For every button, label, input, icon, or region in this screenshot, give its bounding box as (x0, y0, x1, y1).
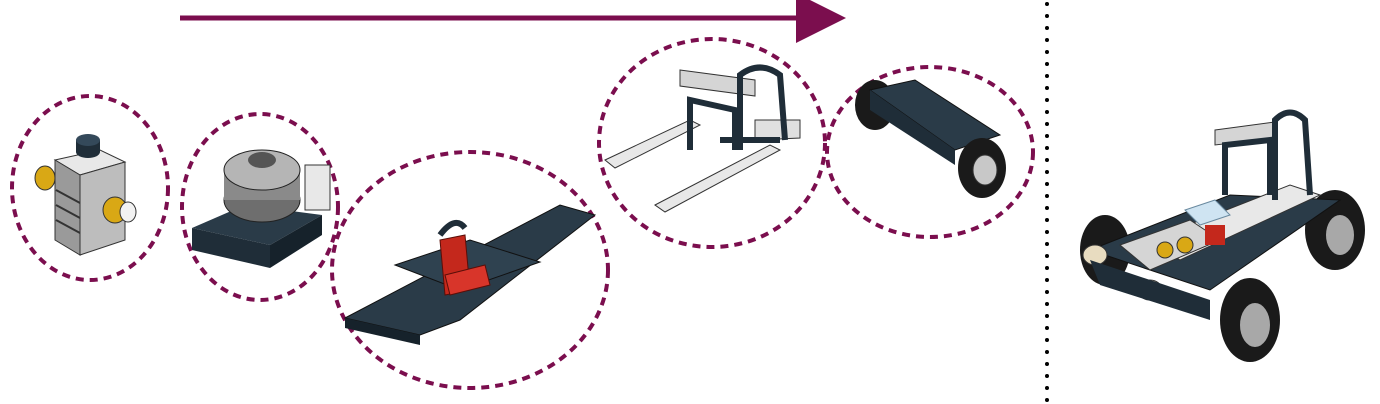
step-2-circle (180, 112, 340, 302)
step-4-roll-cage (604, 64, 801, 213)
step-3-circle (330, 150, 610, 390)
step-5-circle (825, 65, 1035, 239)
step-2-engine-base (192, 149, 331, 268)
step-3-chassis (343, 204, 597, 345)
assembled-buggy (1080, 109, 1365, 362)
step-1-circle (10, 94, 170, 282)
step-5-wheel-axle (855, 79, 1006, 198)
step-1-engine-block (34, 134, 137, 256)
step-4-circle (597, 37, 827, 249)
